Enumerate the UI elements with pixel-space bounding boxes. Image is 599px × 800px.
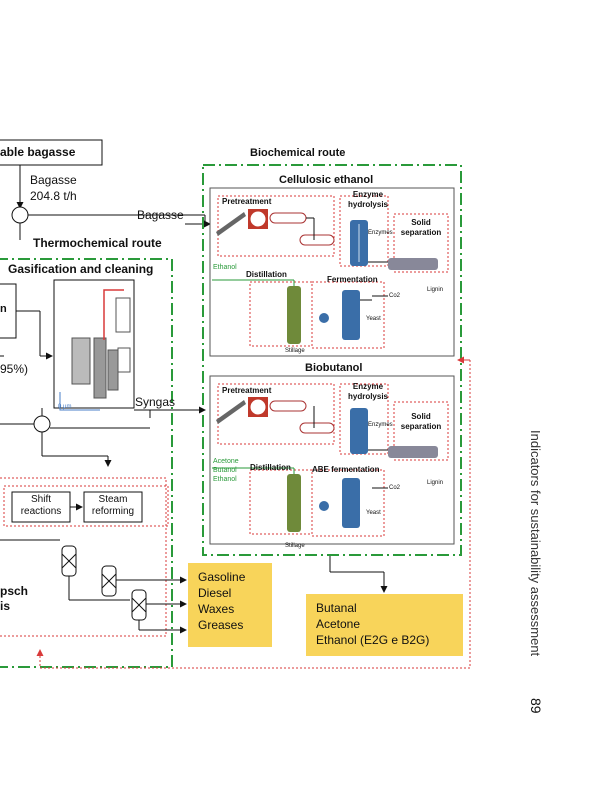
bb-distillation-label: Distillation [250, 463, 291, 472]
thermochemical-route-title: Thermochemical route [33, 236, 162, 250]
page-number: 89 [528, 698, 544, 714]
bb-solid-separation-label: Solid separation [400, 412, 442, 431]
steam-reforming-box [83, 491, 143, 523]
gasification-partial-label: n [0, 303, 7, 315]
solid-separator [388, 258, 438, 270]
fermentation-tank [342, 290, 360, 340]
bb-stillage-label: Stillage [285, 543, 305, 549]
sidebar-caption: Indicators for sustainability assessment [528, 430, 543, 657]
biobutanol-title: Biobutanol [305, 362, 363, 374]
distillation-column [287, 286, 301, 344]
ce-enzyme-hydrolysis-label: Enzyme hydrolysis [347, 190, 388, 209]
biobutanol-panel [209, 375, 455, 545]
ce-solid-separation-label: Solid separation [400, 218, 442, 237]
steam-reforming-label: Steam reforming [91, 494, 135, 517]
bb-abe-fermentation-label: ABE fermentation [312, 465, 380, 474]
ce-co2-label: Co2 [389, 293, 401, 299]
ce-yeast-label: Yeast [366, 316, 381, 322]
ce-enzymes-label: Enzymes [368, 230, 393, 236]
fischer-tropsch-partial-2: is [0, 599, 11, 613]
abe-products-box: Butanal Acetone Ethanol (E2G e B2G) [306, 594, 463, 656]
product-butanal: Butanal [316, 601, 357, 615]
bb-ethanol-label: Ethanol [213, 476, 237, 483]
splitter-node [11, 206, 29, 224]
bb-yeast-label: Yeast [366, 510, 381, 516]
cellulosic-ethanol-title: Cellulosic ethanol [279, 174, 374, 186]
bagasse-rate-label: 204.8 t/h [30, 189, 77, 203]
ce-lignin-label: Lignin [427, 287, 444, 293]
thermochemical-route-border [0, 258, 173, 668]
bb-butanol-label: Butanol [213, 467, 237, 474]
gasification-percent-label: 95%) [0, 362, 29, 376]
product-waxes: Waxes [198, 602, 235, 616]
shift-reactions-label: Shift reactions [20, 494, 62, 517]
ce-fermentation-label: Fermentation [327, 275, 378, 284]
bb-enzymes-label: Enzymes [368, 422, 393, 428]
bagasse-flow-label: Bagasse [30, 173, 77, 187]
syngas-label: Syngas [135, 395, 176, 409]
product-acetone: Acetone [316, 617, 361, 631]
bb-acetone-label: Acetone [213, 458, 239, 465]
ce-pretreatment-label: Pretreatment [222, 197, 272, 206]
ce-stillage-label: Stillage [285, 348, 305, 354]
biochemical-route-title: Biochemical route [250, 147, 346, 159]
product-greases: Greases [198, 618, 244, 632]
bagasse-source-label: able bagasse [0, 145, 76, 159]
bb-co2-label: Co2 [389, 485, 401, 491]
product-ethanol: Ethanol (E2G e B2G) [316, 633, 430, 647]
bb-pretreatment-label: Pretreatment [222, 386, 272, 395]
bb-lignin-label: Lignin [427, 480, 444, 486]
fischer-tropsch-partial-1: psch [0, 584, 29, 598]
gasification-micro-label: 0 μm [58, 404, 72, 410]
product-diesel: Diesel [198, 586, 232, 600]
ft-products-box: Gasoline Diesel Waxes Greases [188, 563, 272, 647]
biochemical-route-border [202, 164, 462, 556]
bagasse-source-box [0, 139, 103, 166]
ce-ethanol-label: Ethanol [213, 264, 237, 271]
ce-distillation-label: Distillation [246, 270, 287, 279]
bb-enzyme-hydrolysis-label: Enzyme hydrolysis [347, 382, 388, 401]
gasification-title: Gasification and cleaning [8, 262, 154, 276]
pretreatment-conveyor [216, 212, 246, 236]
bagasse-branch-label: Bagasse [137, 208, 184, 222]
product-gasoline: Gasoline [198, 570, 246, 584]
